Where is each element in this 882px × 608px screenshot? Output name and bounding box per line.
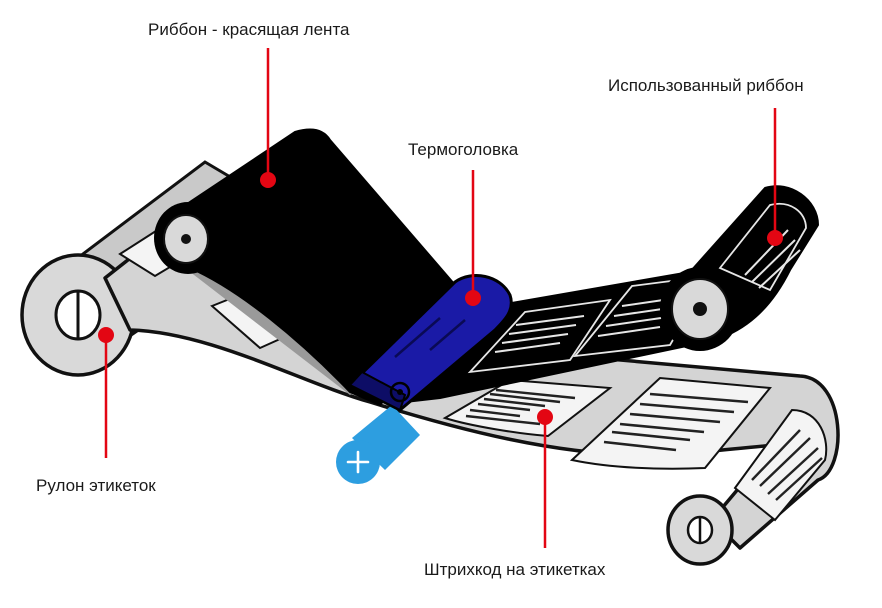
ribbon-supply [154,128,469,406]
barcode-label-2 [569,376,772,470]
callout-barcode [537,409,553,548]
printhead [348,274,513,412]
barcode-label-3 [733,408,828,522]
label-barcode: Штрихкод на этикетках [424,560,606,579]
callout-label-roll [98,327,114,458]
output-roller [666,494,734,566]
label-printhead: Термоголовка [408,140,519,159]
callout-used-ribbon [767,108,783,246]
callout-ribbon [260,48,276,188]
platen-roller [336,405,420,484]
plus-icon [346,450,370,474]
label-used-ribbon: Использованный риббон [608,76,804,95]
label-ribbon: Риббон - красящая лента [148,20,350,39]
barcode-label-1 [442,378,613,438]
callout-printhead [465,170,481,306]
label-label-roll: Рулон этикеток [36,476,156,495]
